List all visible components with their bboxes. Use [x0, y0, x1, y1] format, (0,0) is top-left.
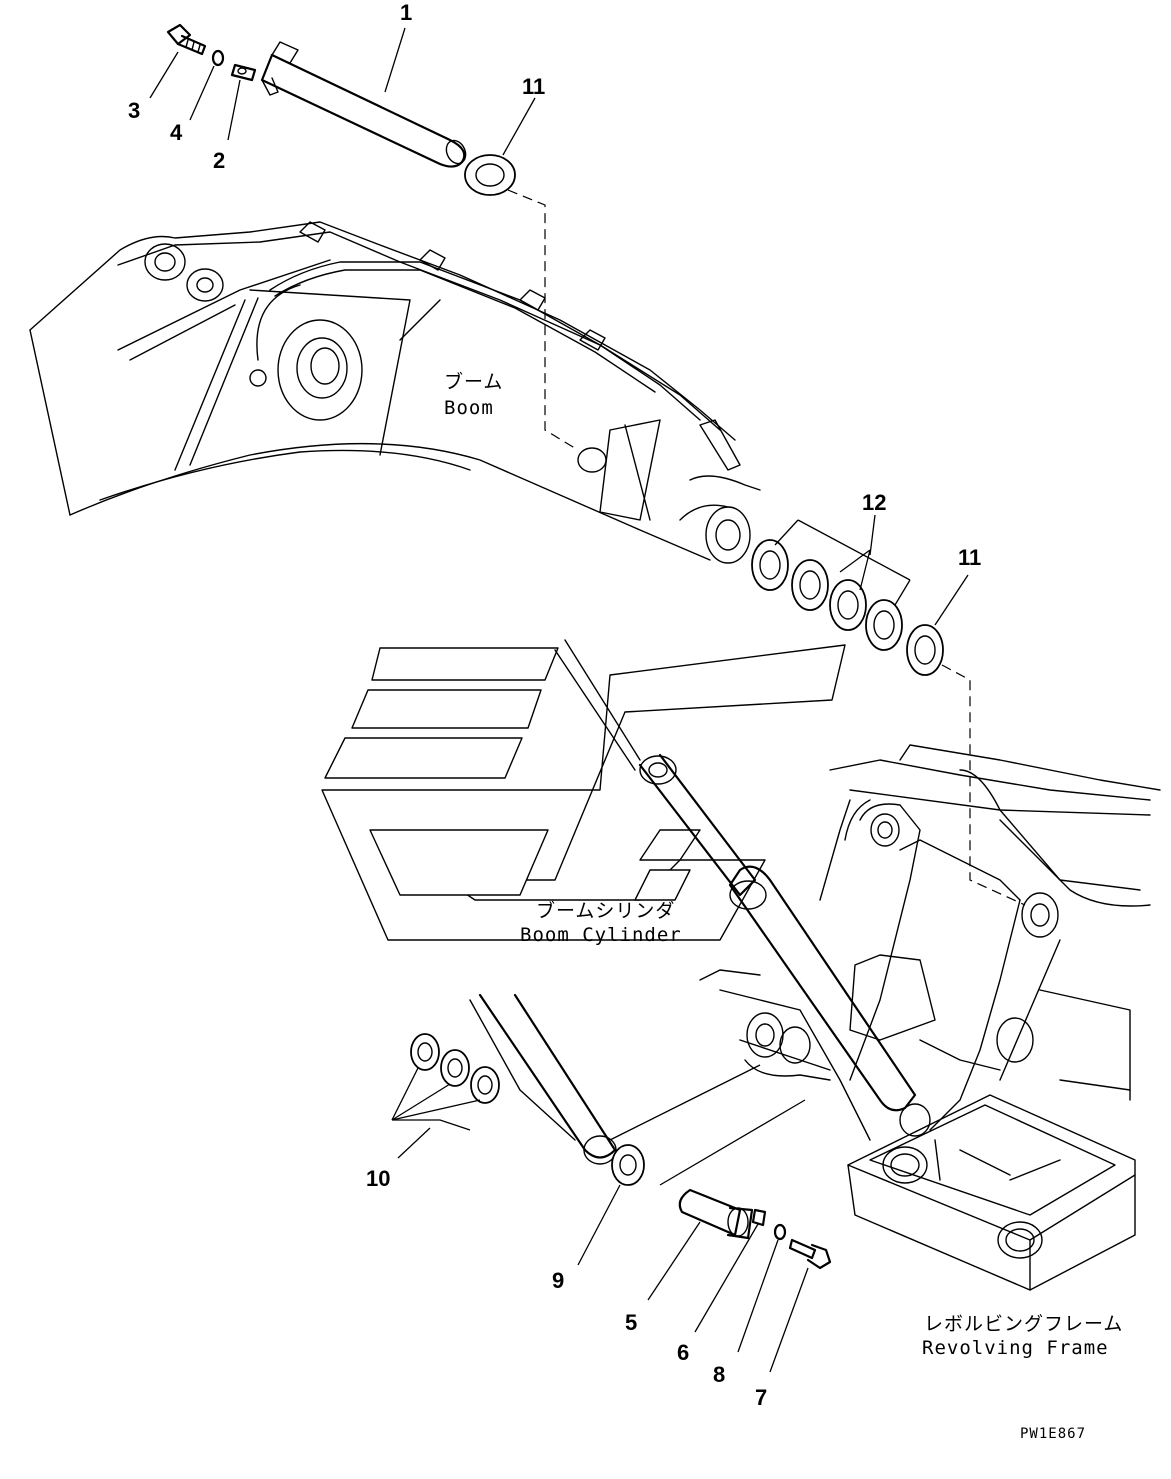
callout-2: 2 — [213, 148, 225, 173]
boom-cylinder — [469, 639, 917, 1165]
plate-part-6 — [751, 1208, 767, 1227]
callouts: 1 2 3 4 5 6 7 8 9 10 11 11 12 — [128, 0, 981, 1410]
boom-label-jp: ブーム — [444, 370, 503, 393]
pin-axis-line-lower — [659, 1099, 806, 1186]
callout-11-lower: 11 — [958, 545, 981, 570]
callout-1: 1 — [400, 0, 412, 25]
washer-part-4 — [211, 49, 225, 67]
pin-center-line-upper — [507, 189, 579, 451]
boom-label-en: Boom — [444, 397, 494, 419]
revolving-frame-label-en: Revolving Frame — [922, 1337, 1109, 1359]
callout-12: 12 — [862, 490, 886, 515]
pin-axis-line-lower-2 — [609, 1064, 761, 1141]
boom-cylinder-label-jp: ブームシリンダ — [536, 899, 675, 922]
callout-4: 4 — [170, 120, 183, 145]
washer-part-11-upper — [464, 154, 516, 196]
callout-8: 8 — [713, 1362, 725, 1387]
revolving-frame-label-jp: レボルビングフレーム — [924, 1313, 1123, 1335]
plate-part-2 — [230, 63, 257, 82]
callout-7: 7 — [755, 1385, 767, 1410]
drawing-code: PW1E867 — [1020, 1426, 1086, 1442]
callout-6: 6 — [677, 1340, 689, 1365]
shims-part-10 — [410, 1033, 500, 1104]
washer-part-11-lower — [906, 624, 944, 676]
washer-part-8 — [773, 1223, 787, 1241]
boom-cylinder-label-en: Boom Cylinder — [520, 924, 682, 946]
callout-11-upper: 11 — [522, 74, 545, 99]
boom-structure — [29, 221, 761, 564]
bolt-part-7 — [788, 1238, 832, 1270]
callout-9: 9 — [552, 1268, 564, 1293]
leader-lines — [149, 27, 969, 1373]
washer-part-9 — [611, 1144, 645, 1186]
revolving-frame-structure — [699, 744, 1161, 1291]
manufacturer-logo-watermark — [321, 644, 846, 941]
pin-center-line-mid — [941, 664, 1026, 906]
pin-part-5 — [678, 1188, 754, 1240]
callout-10: 10 — [366, 1166, 390, 1191]
bolt-part-3 — [166, 23, 207, 56]
callout-5: 5 — [625, 1310, 637, 1335]
callout-3: 3 — [128, 98, 140, 123]
shims-part-12 — [751, 539, 903, 651]
component-labels: ブーム Boom ブームシリンダ Boom Cylinder レボルビングフレー… — [444, 370, 1123, 1442]
boom-pin-part-1 — [260, 41, 467, 168]
